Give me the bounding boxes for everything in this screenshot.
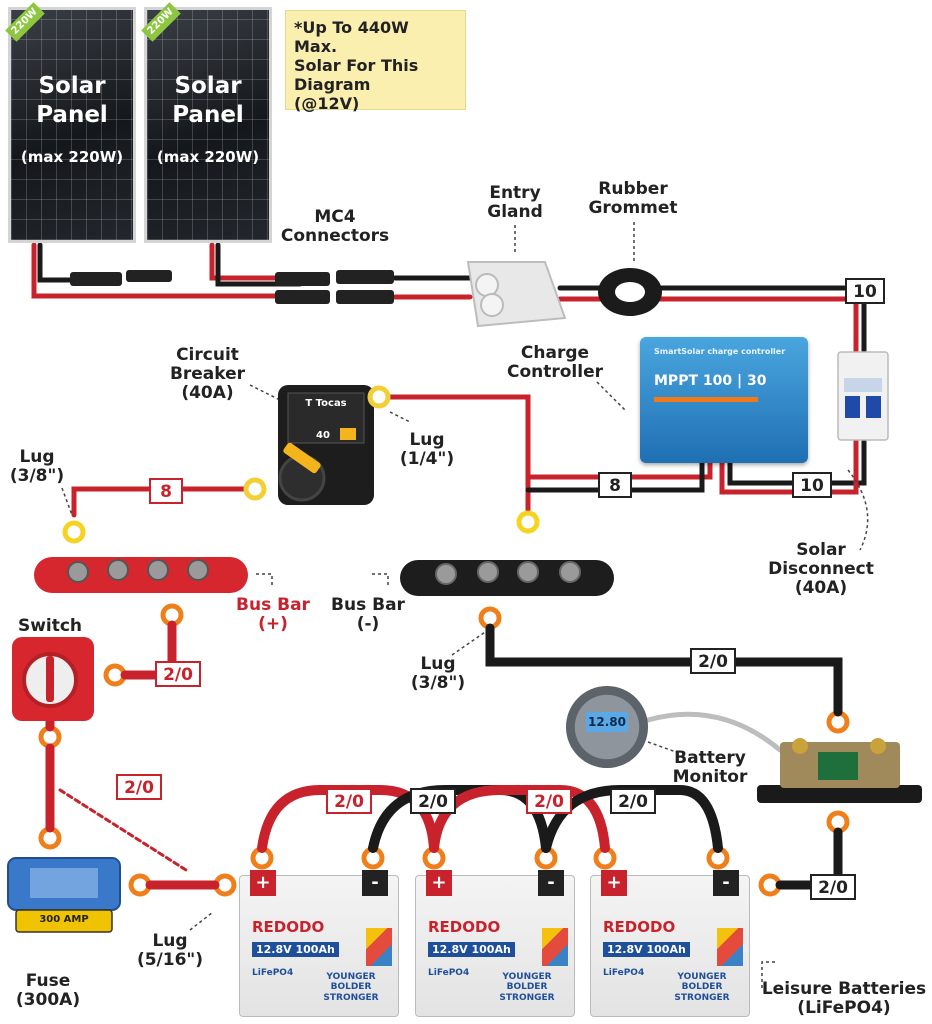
battery-slogan: YOUNGER BOLDER STRONGER (323, 972, 379, 1003)
battery-slogan: YOUNGER BOLDER STRONGER (499, 972, 555, 1003)
battery-positive-terminal: + (250, 870, 276, 896)
battery-switch-device (12, 637, 94, 721)
gauge-tag-bus-to-shunt: 2/0 (690, 648, 736, 674)
solar-panel-2: 220W Solar Panel (max 220W) (141, 2, 272, 243)
gauge-tag-solar-top: 10 (845, 278, 885, 304)
fuse-label: Fuse (300A) (15, 971, 81, 1011)
charge-controller-device: SmartSolar charge controller MPPT 100 | … (640, 337, 808, 463)
bus-bar-positive-label: Bus Bar (+) (236, 595, 310, 635)
lug-five-sixteenths-label: Lug (5/16") (136, 931, 204, 971)
rubber-grommet-device (598, 268, 662, 316)
panel-title: Solar Panel (172, 73, 244, 128)
battery-spec: 12.8V 100Ah (428, 942, 515, 957)
fuse-rating: 300 AMP (39, 914, 89, 925)
entry-gland-device (466, 261, 567, 328)
max-solar-note: *Up To 440W Max. Solar For This Diagram … (285, 10, 466, 112)
battery-graphic (717, 928, 743, 966)
gauge-tag-solar-bottom: 10 (792, 472, 832, 498)
gauge-tag-link3: 2/0 (526, 788, 572, 814)
battery-brand: REDODO (428, 918, 501, 936)
entry-gland-label: Entry Gland (487, 183, 543, 223)
gauge-tag-link2: 2/0 (410, 788, 456, 814)
battery-2: + - REDODO 12.8V 100Ah LiFePO4 YOUNGER B… (415, 870, 575, 1017)
battery-negative-terminal: - (538, 870, 564, 896)
mc4-connectors (70, 270, 394, 304)
rubber-grommet-label: Rubber Grommet (588, 179, 678, 219)
gauge-tag-link1: 2/0 (326, 788, 372, 814)
solar-panel-1: 220W Solar Panel (max 220W) (5, 2, 136, 243)
mppt-model: MPPT 100 | 30 (654, 373, 767, 389)
battery-spec: 12.8V 100Ah (603, 942, 690, 957)
circuit-breaker-device (278, 385, 374, 505)
battery-monitor-label: Battery Monitor (672, 748, 748, 788)
mppt-brand: SmartSolar charge controller (654, 347, 786, 356)
panel-subtitle: (max 220W) (156, 148, 260, 166)
circuit-breaker-label: Circuit Breaker (40A) (169, 345, 246, 404)
gauge-tag-switch-to-fuse: 2/0 (116, 774, 162, 800)
leisure-batteries-label: Leisure Batteries (LiFePO4) (761, 979, 927, 1019)
bus-bar-negative-label: Bus Bar (-) (331, 595, 405, 635)
battery-graphic (366, 928, 392, 966)
battery-graphic (542, 928, 568, 966)
mppt-stripe (654, 397, 758, 402)
gauge-tag-breaker-out: 8 (149, 478, 183, 504)
battery-positive-terminal: + (601, 870, 627, 896)
gauge-tag-bus-to-switch: 2/0 (155, 661, 201, 687)
battery-monitor-device: 12.80 (566, 686, 648, 768)
lug-quarter-label: Lug (1/4") (399, 430, 455, 470)
battery-1: + - REDODO 12.8V 100Ah LiFePO4 YOUNGER B… (239, 870, 399, 1017)
battery-slogan: YOUNGER BOLDER STRONGER (674, 972, 730, 1003)
lug-three-eighths-left-label: Lug (3/8") (9, 447, 65, 487)
lug-three-eighths-mid-label: Lug (3/8") (410, 654, 466, 694)
shunt-device (757, 738, 922, 803)
battery-chemistry: LiFePO4 (428, 968, 470, 978)
breaker-brand: T Tocas (305, 398, 347, 409)
switch-label: Switch (17, 616, 83, 636)
battery-negative-terminal: - (713, 870, 739, 896)
bus-bar-positive-device (34, 557, 248, 593)
bus-bar-negative-device (400, 560, 614, 596)
monitor-reading: 12.80 (586, 712, 628, 732)
mc4-connectors-label: MC4 Connectors (280, 207, 390, 247)
battery-chemistry: LiFePO4 (252, 968, 294, 978)
panel-wattage-badge: 220W (5, 2, 45, 42)
battery-brand: REDODO (603, 918, 676, 936)
leader-lines (61, 222, 869, 990)
battery-brand: REDODO (252, 918, 325, 936)
panel-title: Solar Panel (36, 73, 108, 128)
panel-subtitle: (max 220W) (20, 148, 124, 166)
charge-controller-label: Charge Controller (506, 343, 603, 383)
solar-disconnect-label: Solar Disconnect (40A) (768, 540, 874, 599)
gauge-tag-mppt-out: 8 (598, 472, 632, 498)
battery-3: + - REDODO 12.8V 100Ah LiFePO4 YOUNGER B… (590, 870, 750, 1017)
battery-positive-terminal: + (426, 870, 452, 896)
battery-negative-terminal: - (362, 870, 388, 896)
gauge-tag-shunt-to-battery: 2/0 (810, 874, 856, 900)
solar-disconnect-device (837, 351, 889, 441)
gauge-tag-link4: 2/0 (610, 788, 656, 814)
fuse-device (7, 857, 121, 933)
battery-chemistry: LiFePO4 (603, 968, 645, 978)
battery-spec: 12.8V 100Ah (252, 942, 339, 957)
breaker-rating: 40 (316, 430, 330, 441)
panel-wattage-badge: 220W (141, 2, 181, 42)
